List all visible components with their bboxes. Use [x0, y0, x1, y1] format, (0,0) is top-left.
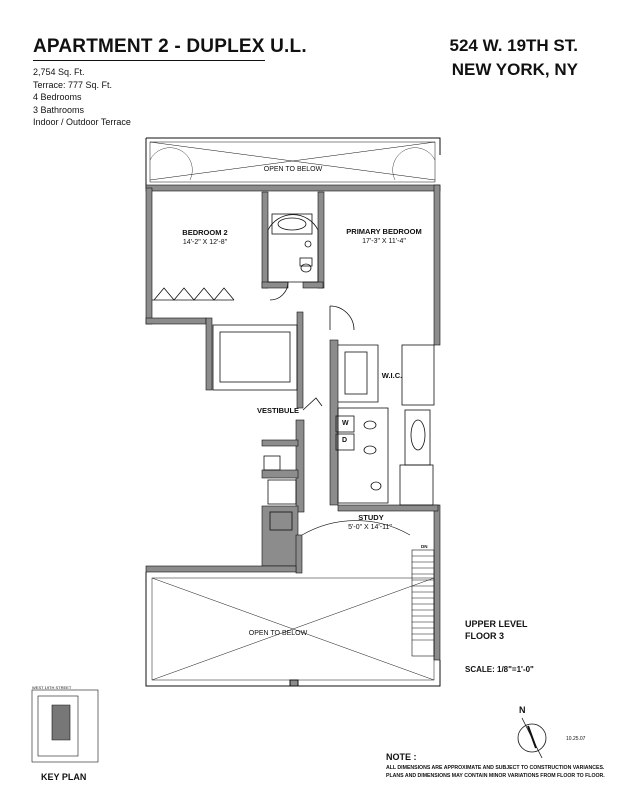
bedroom2-label: BEDROOM 2	[182, 228, 228, 237]
vestibule-label: VESTIBULE	[256, 406, 300, 415]
stair	[411, 549, 435, 657]
address-line-2: NEW YORK, NY	[451, 60, 578, 79]
title-underline	[33, 60, 265, 61]
key-plan-street: WEST 19TH STREET	[32, 685, 72, 690]
note-line-1: ALL DIMENSIONS ARE APPROXIMATE AND SUBJE…	[386, 765, 605, 771]
primary-bedroom-size: 17'-3" X 11'-4"	[362, 238, 406, 245]
compass-graphic	[517, 717, 547, 759]
plan-outline	[145, 137, 441, 188]
open-below-top-label: OPEN TO BELOW	[263, 166, 323, 173]
washer-label: W	[342, 420, 349, 427]
note-line-2: PLANS AND DIMENSIONS MAY CONTAIN MINOR V…	[386, 773, 605, 779]
spec-area: 2,754 Sq. Ft.	[33, 67, 85, 77]
open-below-bottom-label: OPEN TO BELOW	[248, 630, 308, 637]
spec-bathrooms: 3 Bathrooms	[33, 104, 85, 115]
level-line-2: FLOOR 3	[465, 631, 505, 641]
plan-date: 10.25.07	[566, 736, 586, 742]
key-plan-graphic	[31, 689, 99, 763]
spec-terrace-type: Indoor / Outdoor Terrace	[33, 117, 131, 127]
interior-lines	[152, 213, 435, 536]
key-plan-label: KEY PLAN	[41, 772, 87, 782]
spec-bedrooms: 4 Bedrooms	[33, 92, 82, 102]
address-line-1: 524 W. 19TH ST.	[449, 36, 579, 55]
dryer-label: D	[342, 437, 348, 444]
study-size: 5'-0" X 14'-11"	[348, 524, 392, 531]
note-text: ALL DIMENSIONS ARE APPROXIMATE AND SUBJE…	[386, 764, 605, 780]
north-label: N	[519, 705, 526, 715]
bedroom2-size: 14'-2" X 12'-8"	[182, 239, 228, 246]
walls	[145, 184, 441, 661]
stair-down-label: DN	[421, 544, 428, 549]
level-info: UPPER LEVEL FLOOR 3	[465, 618, 528, 642]
plan-title: APARTMENT 2 - DUPLEX U.L.	[33, 36, 307, 57]
note-heading: NOTE :	[386, 752, 417, 762]
scale-label: SCALE: 1/8"=1'-0"	[465, 665, 534, 674]
spec-terrace: Terrace: 777 Sq. Ft.	[33, 79, 113, 90]
study-label: STUDY	[358, 513, 384, 522]
wic-label: W.I.C.	[381, 371, 403, 380]
level-line-1: UPPER LEVEL	[465, 619, 528, 629]
unit-specs: 2,754 Sq. Ft. Terrace: 777 Sq. Ft. 4 Bed…	[33, 66, 131, 129]
primary-bedroom-label: PRIMARY BEDROOM	[346, 227, 422, 236]
lower-terrace	[145, 572, 441, 687]
